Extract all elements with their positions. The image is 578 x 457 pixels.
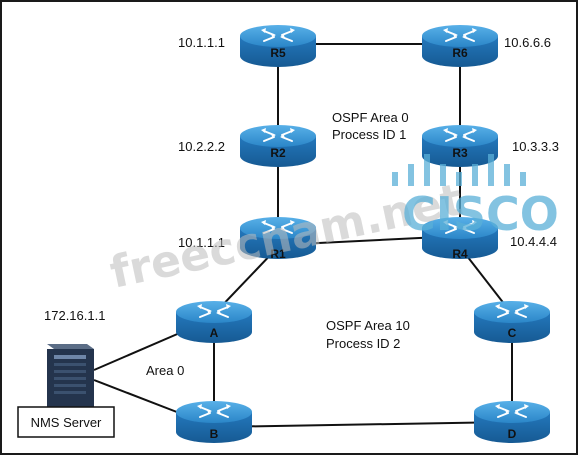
router-r6-label: R6 bbox=[452, 46, 468, 60]
ip-r6: 10.6.6.6 bbox=[504, 35, 551, 50]
ip-r5: 10.1.1.1 bbox=[178, 35, 225, 50]
router-r6[interactable]: R6 bbox=[421, 24, 499, 68]
ip-r2: 10.2.2.2 bbox=[178, 139, 225, 154]
router-r5-label: R5 bbox=[270, 46, 286, 60]
router-r4[interactable]: R4 bbox=[421, 216, 499, 261]
area0-title: OSPF Area 0 bbox=[332, 110, 409, 125]
router-r2[interactable]: R2 bbox=[239, 124, 317, 168]
router-c[interactable]: C bbox=[473, 300, 551, 344]
router-r3[interactable]: R3 bbox=[421, 124, 499, 168]
router-b-label: B bbox=[210, 427, 219, 441]
router-a-label: A bbox=[210, 326, 219, 340]
nms-area-label: Area 0 bbox=[146, 363, 184, 378]
ip-r4: 10.4.4.4 bbox=[510, 234, 557, 249]
link-b-d bbox=[213, 421, 513, 428]
router-r1[interactable]: R1 bbox=[239, 216, 317, 261]
router-r5[interactable]: R5 bbox=[239, 24, 317, 68]
router-b[interactable]: B bbox=[175, 400, 253, 444]
router-r1-label: R1 bbox=[270, 247, 286, 261]
ip-r1: 10.1.1.1 bbox=[178, 235, 225, 250]
area10-process: Process ID 2 bbox=[326, 336, 400, 351]
server-ip: 172.16.1.1 bbox=[44, 308, 105, 323]
ip-r3: 10.3.3.3 bbox=[512, 139, 559, 154]
router-r2-label: R2 bbox=[270, 146, 286, 160]
area10-title: OSPF Area 10 bbox=[326, 318, 410, 333]
router-r3-label: R3 bbox=[452, 146, 468, 160]
server-icon[interactable] bbox=[47, 344, 94, 407]
area0-process: Process ID 1 bbox=[332, 127, 406, 142]
router-c-label: C bbox=[508, 326, 517, 340]
router-r4-label: R4 bbox=[452, 247, 468, 261]
router-a[interactable]: A bbox=[175, 300, 253, 344]
router-d[interactable]: D bbox=[473, 400, 551, 444]
router-d-label: D bbox=[508, 427, 517, 441]
server-label: NMS Server bbox=[31, 415, 102, 430]
link-server-a bbox=[93, 331, 183, 371]
cisco-logo: CISCO bbox=[392, 154, 559, 241]
server-label-box bbox=[17, 406, 115, 438]
link-server-b bbox=[93, 379, 183, 415]
cisco-wordmark: CISCO bbox=[402, 187, 559, 241]
cisco-bars-icon bbox=[392, 154, 526, 186]
